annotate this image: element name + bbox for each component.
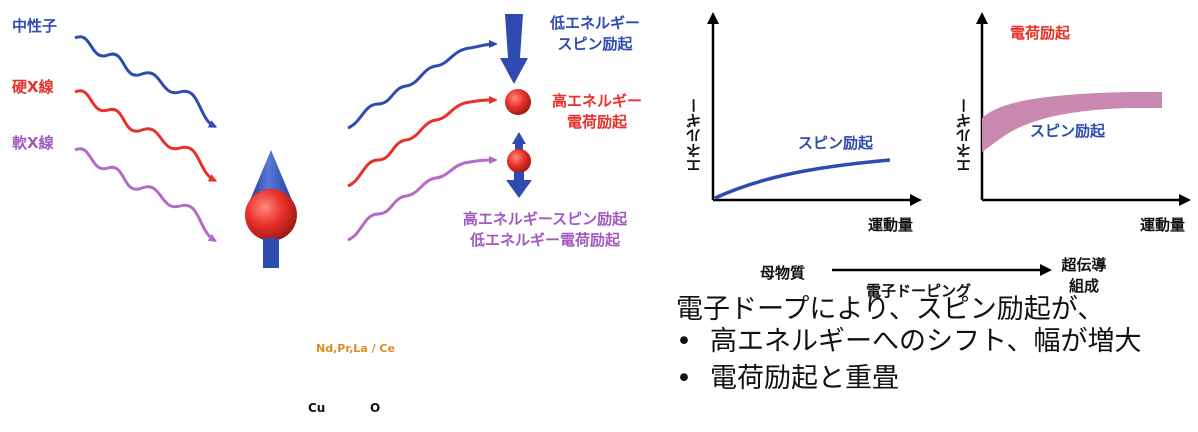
left-graph-spin-curve [714,158,891,200]
right-graph-curve-label: スピン励起 [1030,122,1106,140]
right-graph-ylabel: エネルギー [955,98,973,173]
low-energy-spin-label: 低エネルギー スピン励起 [549,14,640,53]
neutron-wave [74,35,214,126]
summary-bullets: •高エネルギーへのシフト、幅が増大 •電荷励起と重畳 [676,323,1141,397]
left-graph-xlabel: 運動量 [868,216,914,234]
summary-intro: 電子ドープにより、スピン励起が、 [676,294,1105,325]
high-energy-charge-label: 高エネルギー 電荷励起 [551,92,642,131]
spin-ball-arrows [506,132,532,198]
hard-xray-wave [74,89,214,180]
summary-bullet-2: •電荷励起と重畳 [676,363,899,394]
right-graph-top-label: 電荷励起 [1010,24,1071,42]
summary-bullet-1: •高エネルギーへのシフト、幅が増大 [676,326,1142,357]
scattered-red-wave [347,100,494,188]
hard-xray-label: 硬X線 [12,78,54,96]
o-label: O [370,401,381,415]
soft-xray-label: 軟X線 [12,134,54,152]
soft-xray-wave [74,147,214,240]
doping-end-label: 超伝導 組成 [1061,256,1107,295]
scattered-purple-wave [347,160,494,242]
charge-ball [505,89,531,115]
neutron-label: 中性子 [12,17,58,35]
left-graph-curve-label: スピン励起 [798,134,874,152]
cu-label: Cu [308,401,326,415]
spin-down-arrow [500,14,528,84]
right-graph-xlabel: 運動量 [1140,216,1186,234]
high-spin-low-charge-label: 高エネルギースピン励起 低エネルギー電荷励起 [462,210,628,249]
scattered-blue-wave [347,44,494,130]
scattering-schematic [74,14,532,268]
dispersion-graphs [707,12,1191,276]
right-graph-spin-band [982,92,1162,152]
doping-start-label: 母物質 [760,264,806,282]
spin-ion [245,150,297,268]
rare-earth-label: Nd,Pr,La / Ce [316,342,395,355]
doping-arrow-label: 電子ドーピング [866,282,972,300]
left-graph-ylabel: エネルギー [685,98,703,173]
